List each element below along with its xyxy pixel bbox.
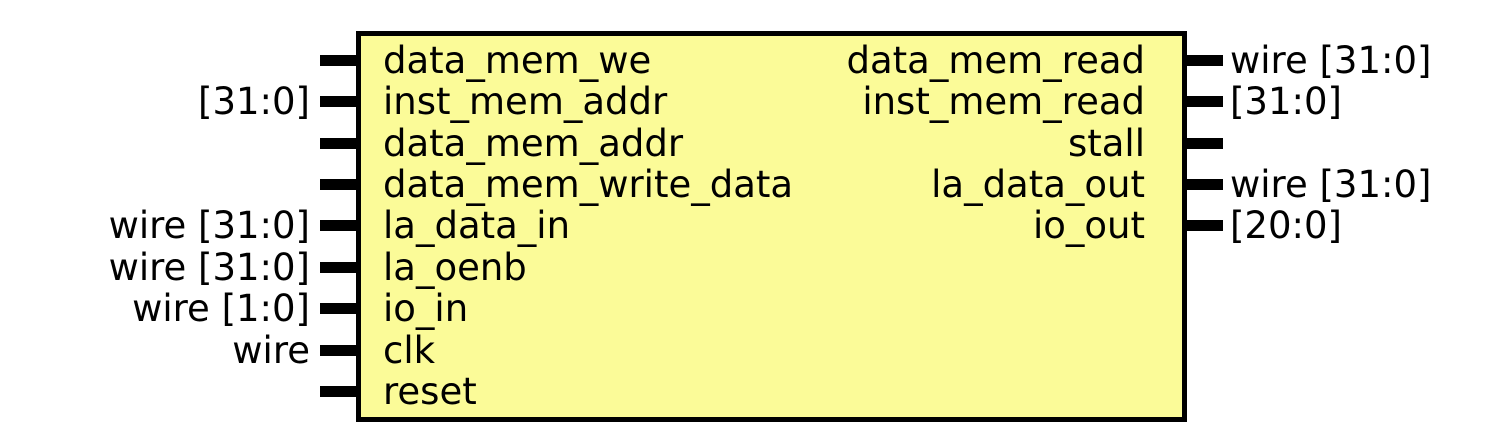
- port-type-label: [31:0]: [198, 80, 310, 123]
- port-row-io_in: wire [1:0] io_in: [0, 288, 1510, 330]
- port-name-label: data_mem_we: [383, 39, 652, 82]
- port-stub: [320, 179, 357, 190]
- port-name-label: la_data_out: [931, 163, 1145, 206]
- port-type-label: [20:0]: [1230, 204, 1342, 247]
- port-row-la_data_in: wire [31:0] la_data_in: [0, 205, 1510, 247]
- port-name-label: inst_mem_read: [862, 80, 1145, 123]
- port-name-label: clk: [383, 329, 436, 372]
- port-type-label: wire [31:0]: [1230, 163, 1432, 206]
- module-body: [356, 31, 1187, 422]
- port-stub: [320, 262, 357, 273]
- port-name-label: stall: [1067, 122, 1145, 165]
- port-stub: [320, 303, 357, 314]
- port-stub: [320, 345, 357, 356]
- port-name-label: la_oenb: [383, 246, 527, 289]
- port-row-data_mem_read: data_mem_read wire [31:0]: [0, 40, 1510, 82]
- port-type-label: wire: [232, 329, 310, 372]
- port-row-inst_mem_read: inst_mem_read [31:0]: [0, 81, 1510, 123]
- port-type-label: wire [31:0]: [1230, 39, 1432, 82]
- port-row-la_oenb: wire [31:0] la_oenb: [0, 247, 1510, 289]
- port-stub: [1186, 96, 1223, 107]
- port-row-clk: wire clk: [0, 330, 1510, 372]
- port-row-io_out: io_out [20:0]: [0, 205, 1510, 247]
- port-stub: [320, 96, 357, 107]
- port-row-inst_mem_addr: [31:0] inst_mem_addr: [0, 81, 1510, 123]
- port-name-label: data_mem_read: [846, 39, 1145, 82]
- port-stub: [320, 138, 357, 149]
- port-name-label: io_in: [383, 287, 469, 330]
- port-row-la_data_out: la_data_out wire [31:0]: [0, 164, 1510, 206]
- port-stub: [320, 386, 357, 397]
- port-stub: [1186, 55, 1223, 66]
- port-stub: [1186, 220, 1223, 231]
- port-stub: [320, 220, 357, 231]
- port-stub: [1186, 138, 1223, 149]
- port-name-label: reset: [383, 370, 477, 413]
- port-stub: [1186, 179, 1223, 190]
- port-type-label: [31:0]: [1230, 80, 1342, 123]
- port-type-label: wire [1:0]: [132, 287, 310, 330]
- port-row-data_mem_we: data_mem_we: [0, 40, 1510, 82]
- port-row-reset: reset: [0, 371, 1510, 413]
- port-row-data_mem_addr: data_mem_addr: [0, 123, 1510, 165]
- port-name-label: data_mem_addr: [383, 122, 684, 165]
- port-row-data_mem_write_data: data_mem_write_data: [0, 164, 1510, 206]
- port-type-label: wire [31:0]: [108, 204, 310, 247]
- port-type-label: wire [31:0]: [108, 246, 310, 289]
- port-name-label: inst_mem_addr: [383, 80, 668, 123]
- port-name-label: la_data_in: [383, 204, 571, 247]
- port-name-label: io_out: [1032, 204, 1145, 247]
- port-row-stall: stall: [0, 123, 1510, 165]
- port-name-label: data_mem_write_data: [383, 163, 794, 206]
- port-stub: [320, 55, 357, 66]
